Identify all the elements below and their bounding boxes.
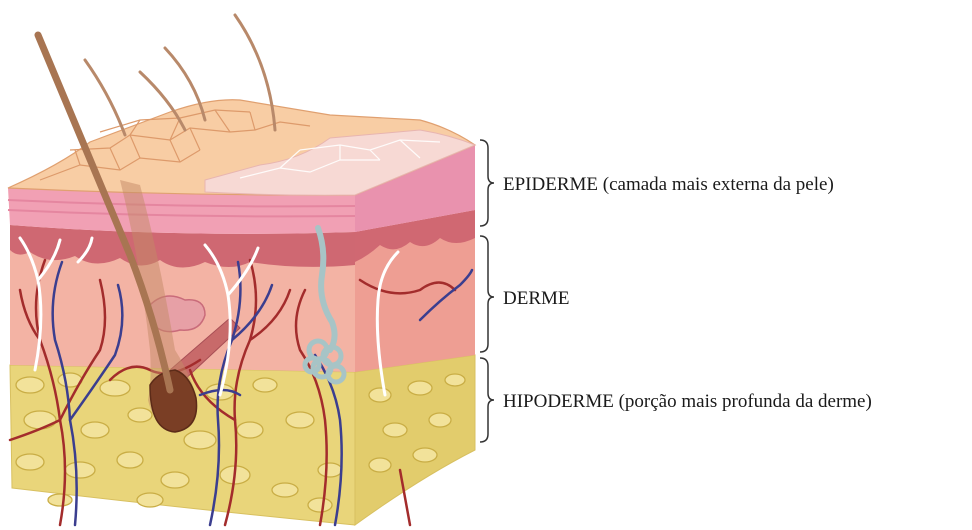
hair-strand <box>85 60 125 135</box>
epidermis-layer <box>8 100 475 234</box>
label-epiderme: EPIDERME (camada mais externa da pele) <box>503 174 834 195</box>
label-derme: DERME <box>503 288 570 309</box>
bracket-derme <box>480 236 494 352</box>
layer-brackets <box>480 140 494 442</box>
bracket-epiderme <box>480 140 494 226</box>
label-hipoderme: HIPODERME (porção mais profunda da derme… <box>503 391 872 412</box>
bracket-hipoderme <box>480 358 494 442</box>
